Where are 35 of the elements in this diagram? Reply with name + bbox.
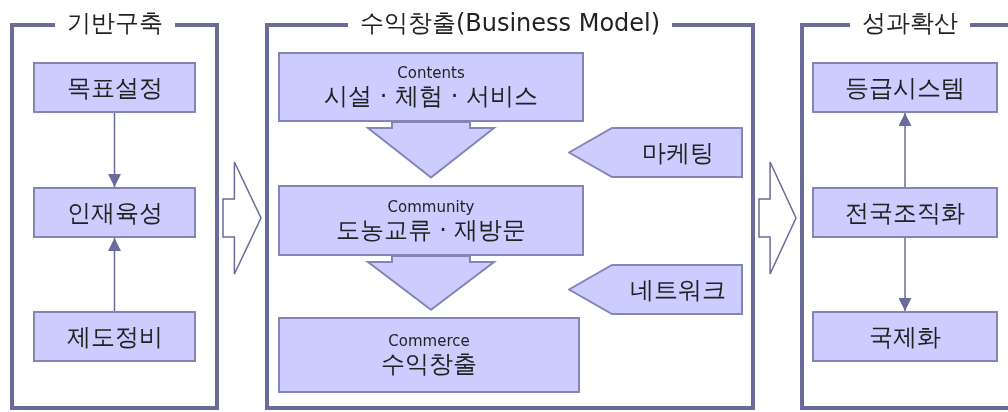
- process-box: [278, 52, 584, 122]
- arrow: [108, 112, 121, 188]
- process-box: [278, 317, 580, 393]
- box-label: 전국조직화: [845, 198, 965, 227]
- panel-heading: 기반구축: [54, 9, 175, 37]
- process-box: [812, 62, 998, 113]
- block-arrow: [222, 161, 262, 275]
- arrow: [898, 237, 912, 312]
- process-box: [812, 311, 998, 362]
- process-box: [812, 187, 998, 238]
- pentagon-arrow-box: [568, 264, 743, 315]
- box-label: 시설 · 체험 · 서비스: [324, 82, 538, 110]
- block-arrow: [365, 255, 497, 311]
- box-label: 도농교류 · 재방문: [335, 215, 527, 244]
- box-label: 등급시스템: [845, 73, 965, 102]
- arrow: [898, 112, 912, 188]
- box-label: 마케팅: [640, 137, 715, 169]
- arrow: [108, 237, 121, 312]
- box-label: 인재육성: [66, 198, 163, 227]
- block-arrow: [365, 121, 497, 179]
- pentagon-arrow-box: [568, 127, 743, 178]
- process-box: [278, 185, 584, 256]
- process-box: [33, 62, 196, 113]
- box-label: 네트워크: [628, 274, 727, 306]
- box-label: 제도정비: [66, 322, 163, 351]
- box-subtitle: Community: [387, 197, 475, 216]
- process-box: [33, 187, 196, 238]
- box-subtitle: Contents: [397, 64, 465, 82]
- panel-heading: 수익창출(Business Model): [347, 9, 673, 37]
- process-box: [33, 311, 196, 362]
- box-label: 국제화: [869, 322, 941, 351]
- box-label: 수익창출: [381, 350, 477, 378]
- box-label: 목표설정: [66, 73, 163, 102]
- box-subtitle: Commerce: [388, 332, 470, 350]
- block-arrow: [758, 161, 797, 275]
